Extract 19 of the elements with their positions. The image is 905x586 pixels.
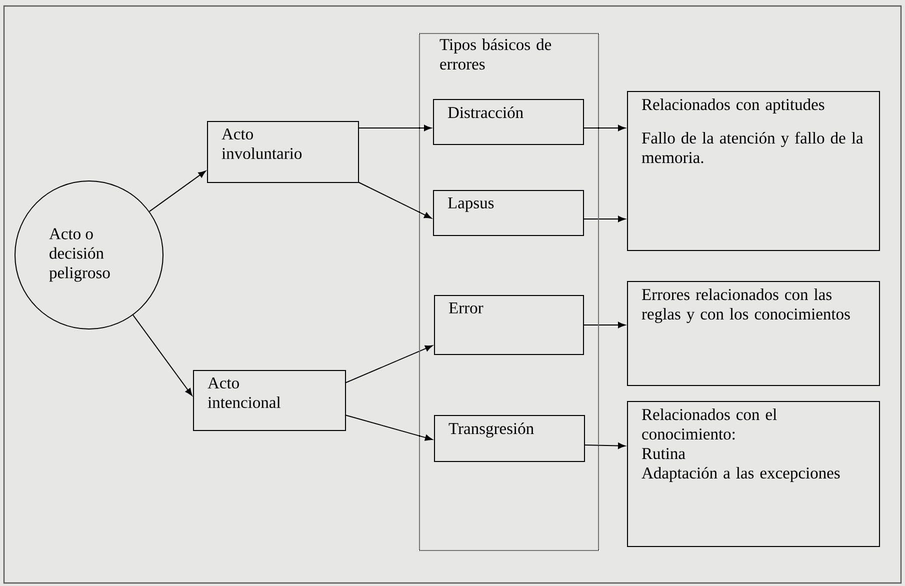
process-box: Lapsus xyxy=(433,190,584,236)
description-box: Relacionados con el conocimiento: Rutina Adaptación a las excepciones xyxy=(627,401,880,547)
arrow xyxy=(358,124,432,132)
arrow xyxy=(358,182,432,219)
process-box: Transgresión xyxy=(434,415,585,462)
arrow xyxy=(344,345,433,384)
description-box: Relacionados con aptitudes Fallo de la atención y fallo de la memoria. xyxy=(627,91,880,251)
arrow xyxy=(344,414,433,441)
arrow xyxy=(584,442,626,449)
process-box: Error xyxy=(434,295,584,355)
arrow xyxy=(148,170,206,212)
arrow xyxy=(132,314,192,396)
process-box: Acto involuntario xyxy=(207,121,359,183)
arrow xyxy=(582,124,626,132)
arrow xyxy=(582,216,626,222)
arrow xyxy=(582,322,626,328)
process-box: Acto intencional xyxy=(193,370,346,431)
process-box: Distracción xyxy=(433,99,584,145)
description-box: Errores relacionados con las reglas y con los conocimientos xyxy=(627,281,880,386)
